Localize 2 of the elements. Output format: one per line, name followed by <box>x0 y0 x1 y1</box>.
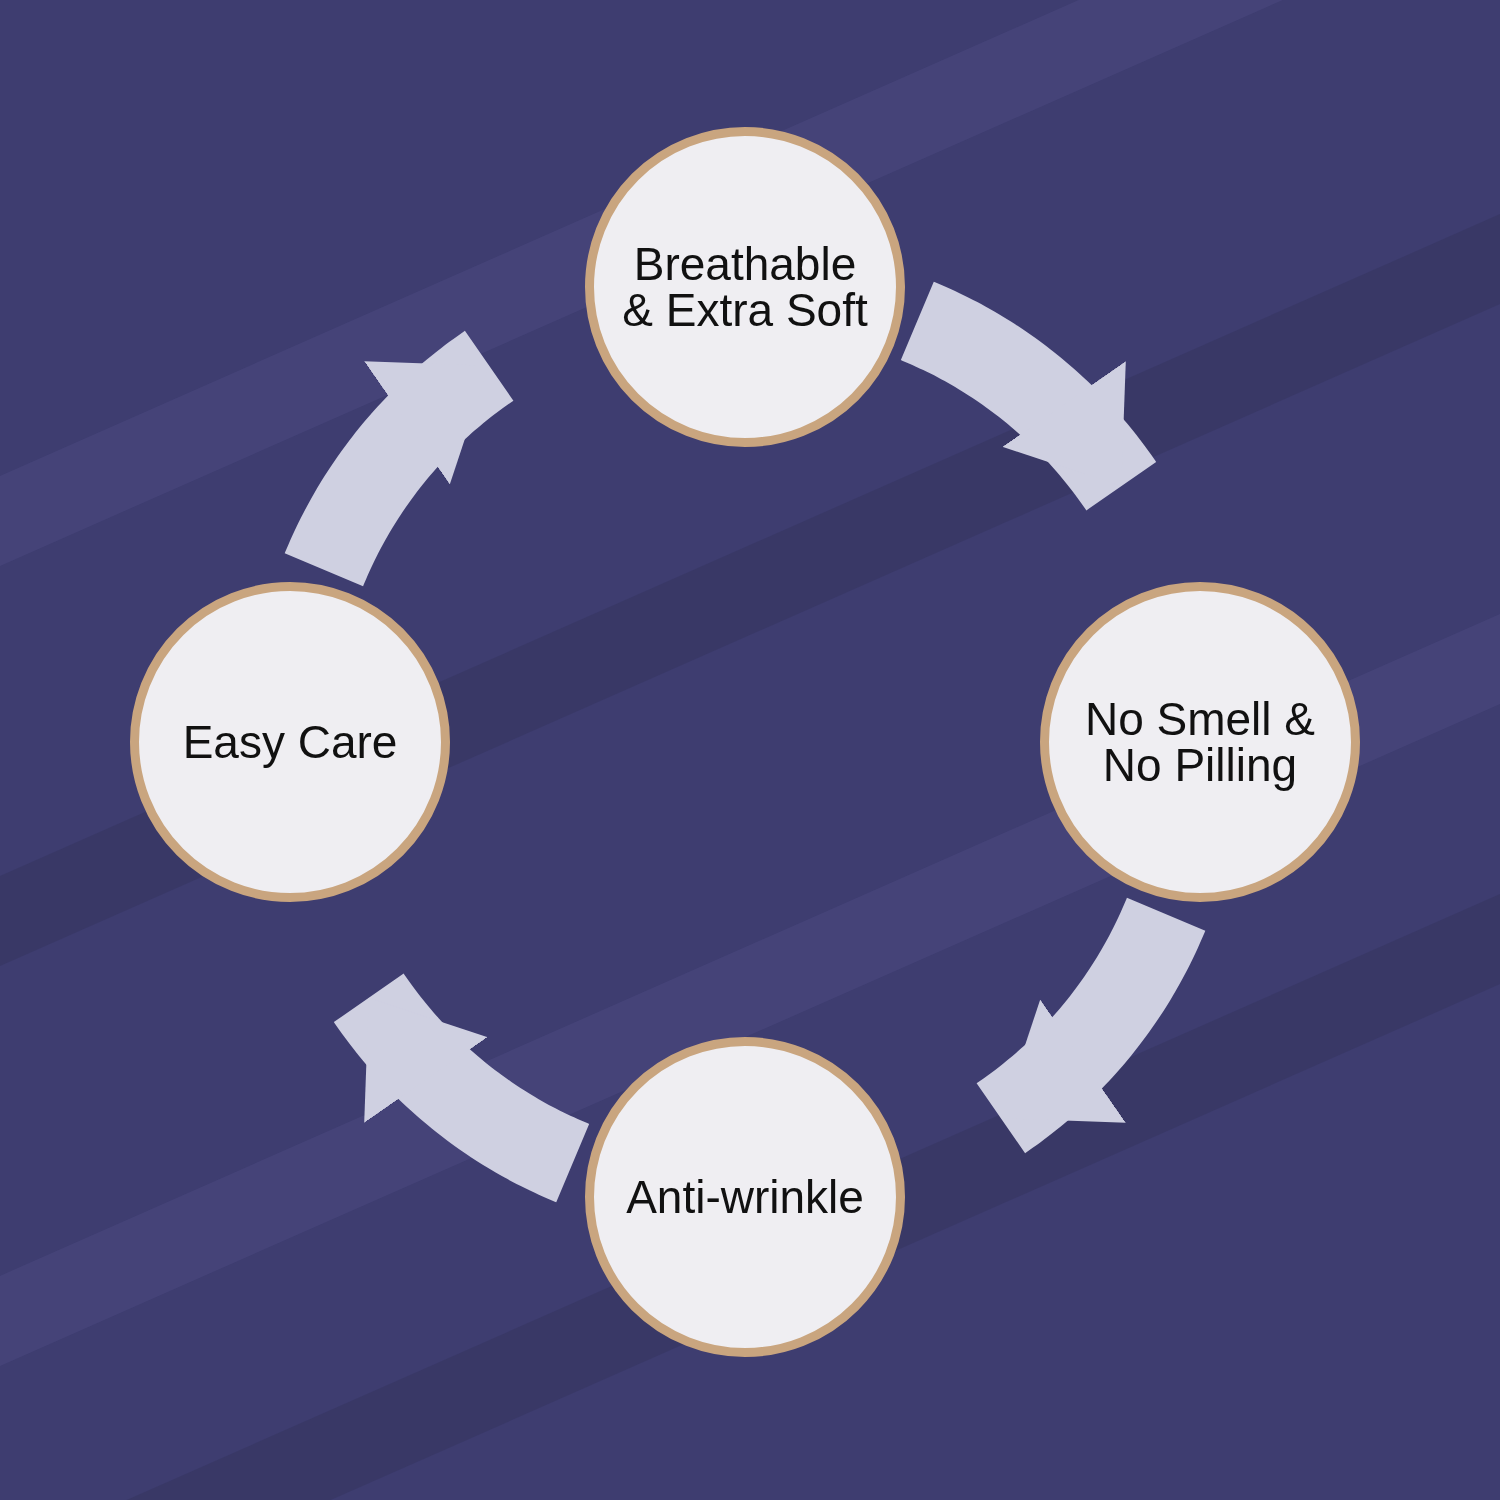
feature-label: Breathable & Extra Soft <box>621 241 869 333</box>
feature-label: Anti-wrinkle <box>625 1174 865 1220</box>
